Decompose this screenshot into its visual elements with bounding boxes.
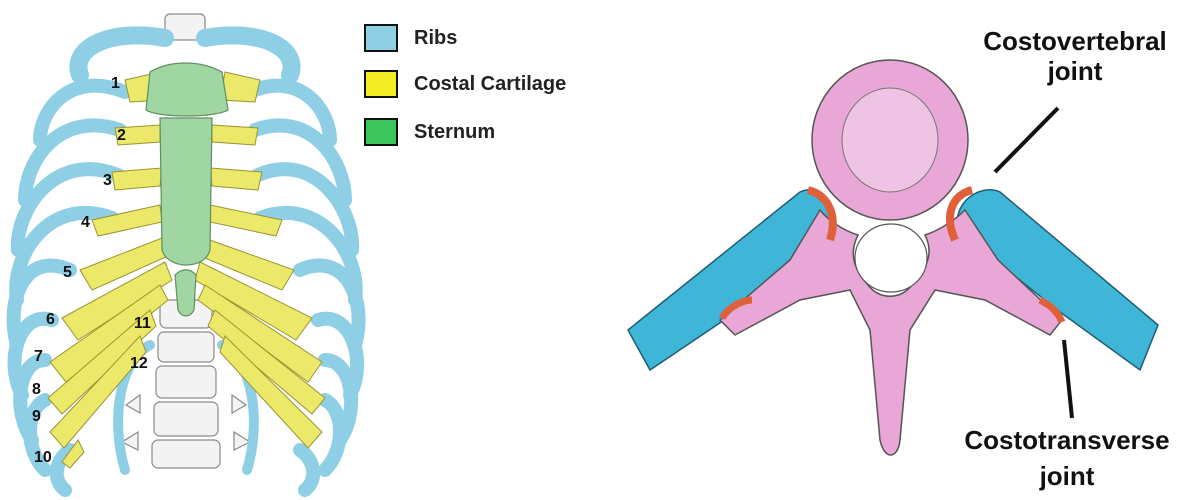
- costotransverse-label-line2: joint: [944, 458, 1190, 494]
- costovertebral-pointer: [995, 108, 1058, 172]
- rib-number-7: 7: [34, 348, 43, 366]
- rib-number-4: 4: [81, 214, 90, 232]
- legend-costal-cartilage: Costal Cartilage: [364, 70, 566, 98]
- costovertebral-label-line1: Costovertebral: [960, 26, 1190, 56]
- rib-number-8: 8: [32, 381, 41, 399]
- thoracic-vertebra: [628, 60, 1158, 455]
- rib-number-11: 11: [134, 315, 151, 333]
- costotransverse-pointer: [1064, 340, 1072, 418]
- rib-number-1: 1: [111, 75, 120, 93]
- rib-number-2: 2: [117, 127, 126, 145]
- legend-label-ribs: Ribs: [414, 27, 457, 50]
- vertebral-foramen: [855, 224, 927, 292]
- legend-label-cartilage: Costal Cartilage: [414, 73, 566, 96]
- costotransverse-label-line1: Costotransverse: [944, 422, 1190, 458]
- legend-label-sternum: Sternum: [414, 121, 495, 144]
- rib-cage: [14, 14, 359, 490]
- rib-number-5: 5: [63, 264, 72, 282]
- sternum-swatch: [364, 118, 398, 146]
- costovertebral-label-line2: joint: [960, 56, 1190, 86]
- cartilage-swatch: [364, 70, 398, 98]
- rib-number-6: 6: [46, 311, 55, 329]
- rib-number-12: 12: [130, 355, 148, 373]
- ribs-swatch: [364, 24, 398, 52]
- rib-number-3: 3: [103, 172, 112, 190]
- legend-sternum: Sternum: [364, 118, 495, 146]
- legend-ribs: Ribs: [364, 24, 457, 52]
- rib-number-10: 10: [34, 449, 52, 467]
- costovertebral-label: Costovertebral joint: [960, 26, 1190, 86]
- rib-number-9: 9: [32, 408, 41, 426]
- costotransverse-label: Costotransverse joint: [944, 422, 1190, 494]
